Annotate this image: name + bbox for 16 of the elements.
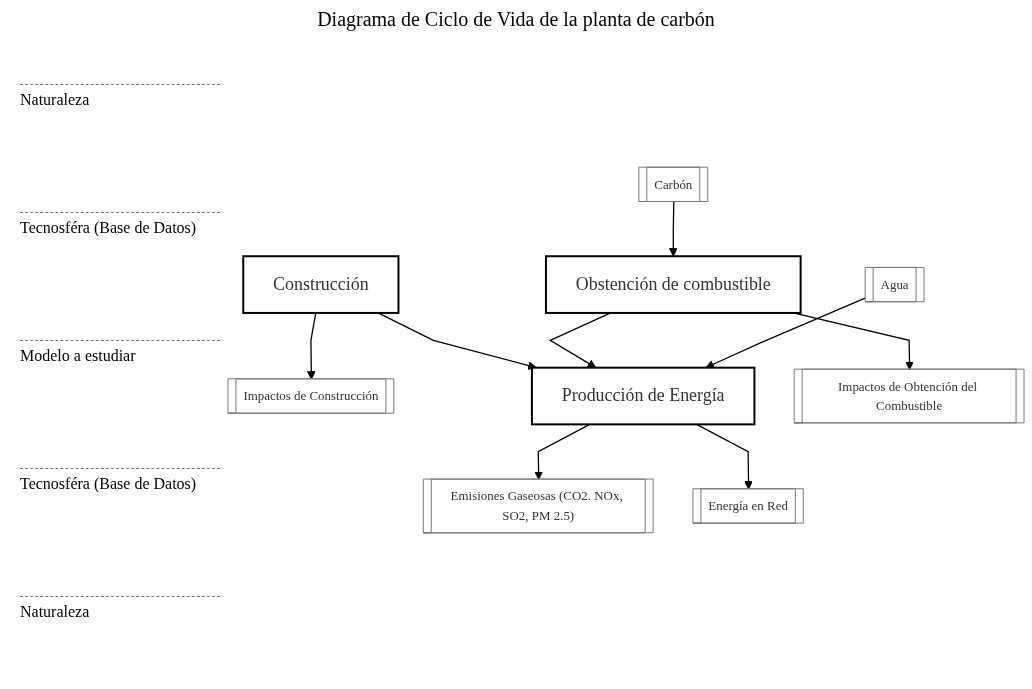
lane-label: Modelo a estudiar <box>20 339 220 371</box>
arrow <box>668 201 678 257</box>
arrow <box>306 312 317 380</box>
arrow <box>695 423 753 490</box>
arrow <box>377 312 537 370</box>
lane-label: Naturaleza <box>20 595 220 627</box>
node-box: Producción de Energía <box>530 366 756 426</box>
node-box: Construcción <box>242 255 400 314</box>
lane-label: Naturaleza <box>20 83 220 115</box>
lane-label: Tecnosféra (Base de Datos) <box>20 211 220 243</box>
arrow <box>534 423 591 480</box>
diagram-title: Diagrama de Ciclo de Vida de la planta de carbón <box>316 8 716 31</box>
arrow <box>548 312 612 369</box>
lane-label: Tecnosféra (Base de Datos) <box>20 467 220 499</box>
node-box: Obstención de combustible <box>544 255 802 314</box>
arrow <box>705 297 867 369</box>
